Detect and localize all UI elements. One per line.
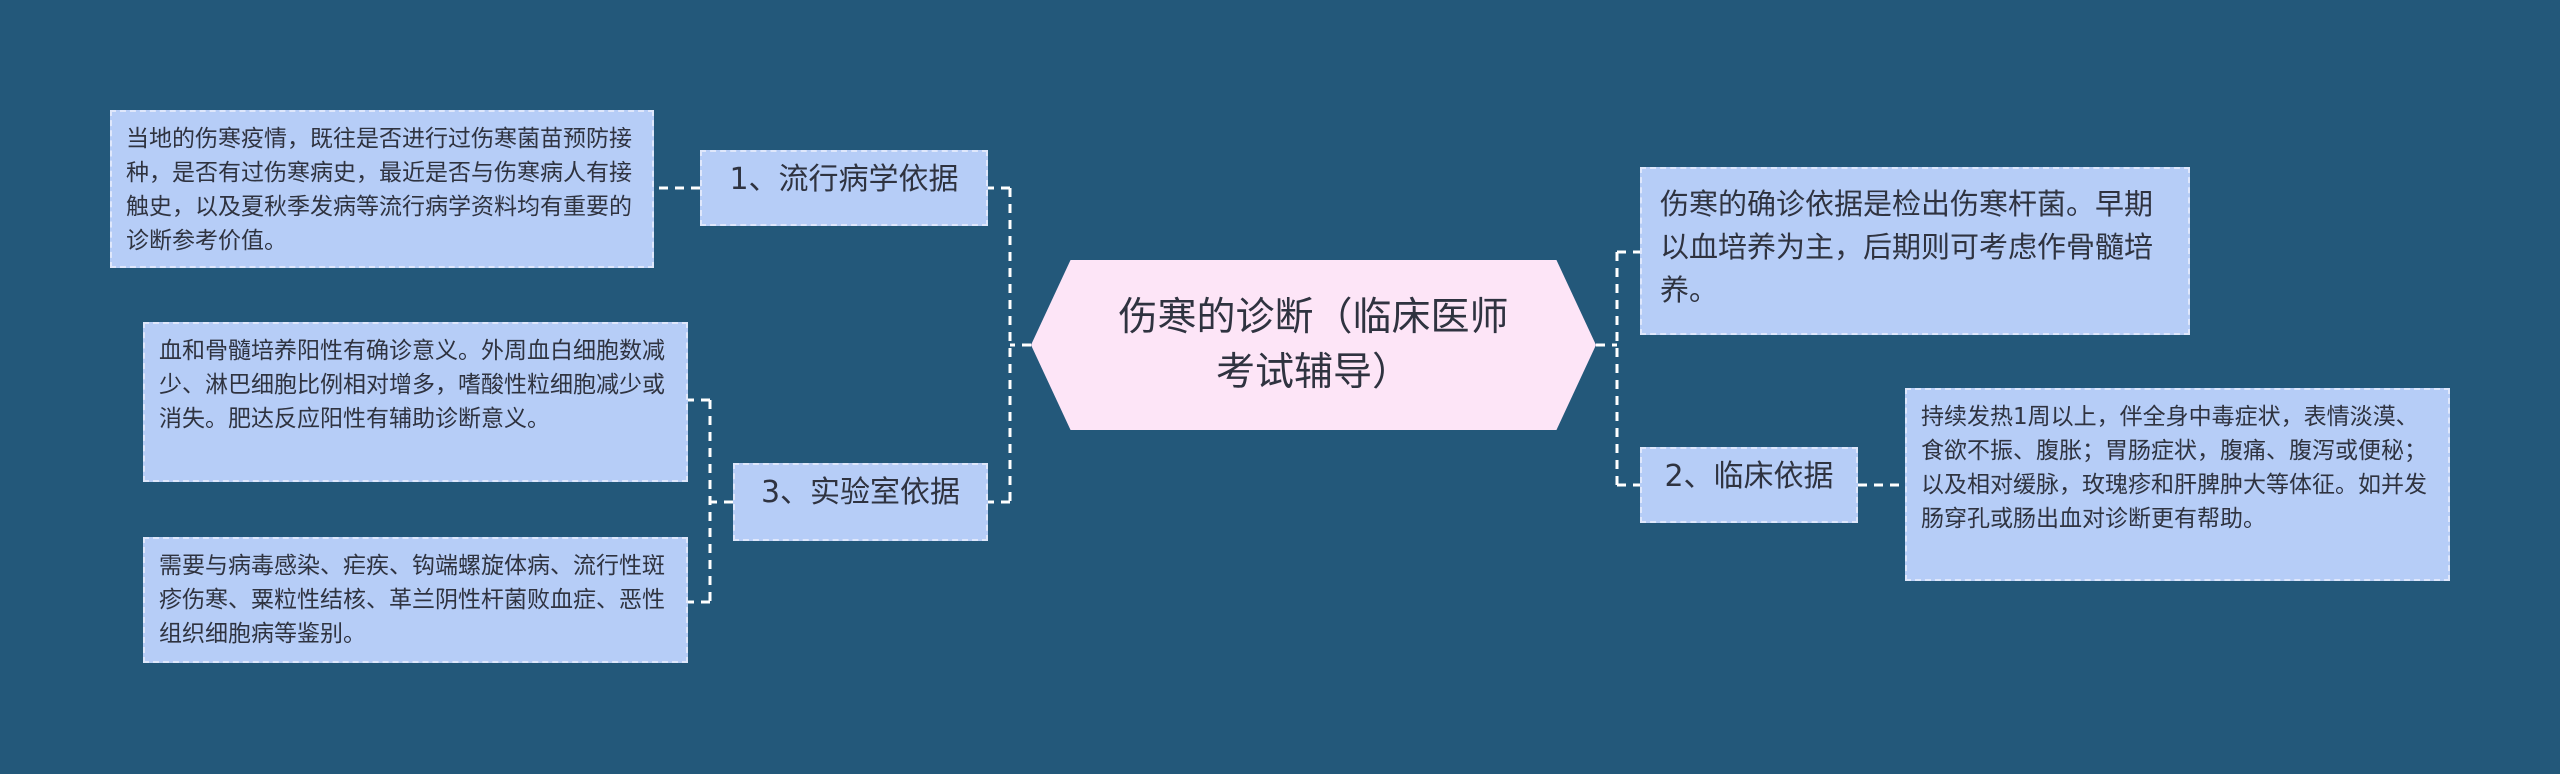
branch-lab-label: 3、实验室依据 bbox=[760, 475, 961, 510]
branch-clinical-label: 2、临床依据 bbox=[1664, 459, 1834, 494]
leaf-epidemiology-text: 当地的伤寒疫情，既往是否进行过伤寒菌苗预防接种，是否有过伤寒病史，最近是否与伤寒… bbox=[126, 126, 632, 254]
branch-epidemiology[interactable]: 1、流行病学依据 bbox=[700, 150, 988, 226]
leaf-epidemiology-detail: 当地的伤寒疫情，既往是否进行过伤寒菌苗预防接种，是否有过伤寒病史，最近是否与伤寒… bbox=[110, 110, 654, 268]
branch-clinical[interactable]: 2、临床依据 bbox=[1640, 447, 1858, 523]
leaf-lab-differential-text: 需要与病毒感染、疟疾、钩端螺旋体病、流行性斑疹伤寒、粟粒性结核、革兰阴性杆菌败血… bbox=[159, 553, 665, 647]
branch-lab[interactable]: 3、实验室依据 bbox=[733, 463, 988, 541]
central-topic-text: 伤寒的诊断（临床医师考试辅导） bbox=[1118, 295, 1509, 395]
leaf-lab-culture-text: 血和骨髓培养阳性有确诊意义。外周血白细胞数减少、淋巴细胞比例相对增多，嗜酸性粒细… bbox=[159, 338, 665, 432]
leaf-clinical-detail: 持续发热1周以上，伴全身中毒症状，表情淡漠、食欲不振、腹胀；胃肠症状，腹痛、腹泻… bbox=[1905, 388, 2450, 581]
leaf-confirm-diagnosis: 伤寒的确诊依据是检出伤寒杆菌。早期以血培养为主，后期则可考虑作骨髓培养。 bbox=[1640, 167, 2190, 335]
branch-epidemiology-label: 1、流行病学依据 bbox=[729, 162, 959, 197]
leaf-confirm-text: 伤寒的确诊依据是检出伤寒杆菌。早期以血培养为主，后期则可考虑作骨髓培养。 bbox=[1660, 187, 2154, 307]
central-topic[interactable]: 伤寒的诊断（临床医师考试辅导） bbox=[1031, 260, 1596, 430]
leaf-lab-differential: 需要与病毒感染、疟疾、钩端螺旋体病、流行性斑疹伤寒、粟粒性结核、革兰阴性杆菌败血… bbox=[143, 537, 688, 663]
leaf-clinical-text: 持续发热1周以上，伴全身中毒症状，表情淡漠、食欲不振、腹胀；胃肠症状，腹痛、腹泻… bbox=[1921, 404, 2427, 532]
leaf-lab-culture: 血和骨髓培养阳性有确诊意义。外周血白细胞数减少、淋巴细胞比例相对增多，嗜酸性粒细… bbox=[143, 322, 688, 482]
